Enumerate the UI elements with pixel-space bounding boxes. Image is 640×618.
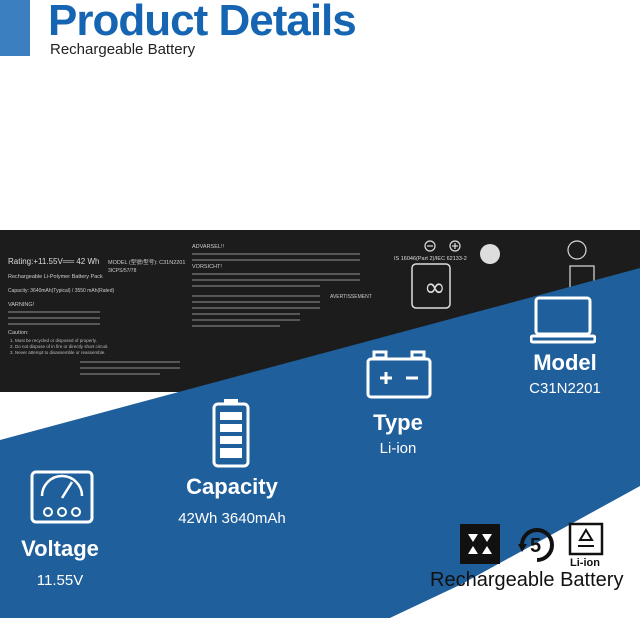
voltmeter-icon	[30, 470, 94, 529]
voltage-title: Voltage	[21, 536, 99, 561]
svg-text:VORSICHT!: VORSICHT!	[192, 264, 222, 270]
cycle-number: 5	[530, 535, 541, 557]
polarity-icon	[424, 240, 461, 252]
type-value: Li-ion	[379, 440, 417, 457]
model-feature: Model C31N2201	[510, 350, 620, 397]
capacity-title: Capacity	[186, 474, 278, 499]
capacity-feature: Capacity 42Wh 3640mAh	[170, 474, 294, 527]
type-title: Type	[373, 410, 423, 435]
li-ion-recycle-icon: Li-ion	[568, 522, 604, 573]
certification-icon	[480, 244, 500, 264]
page-subtitle: Rechargeable Battery	[50, 41, 196, 58]
model-value: C31N2201	[529, 380, 601, 397]
svg-text:3ICPS/57/78: 3ICPS/57/78	[108, 268, 137, 274]
recycle-loop-icon	[458, 522, 502, 571]
header-accent-bar	[0, 0, 30, 56]
svg-text:ADVARSEL!!: ADVARSEL!!	[192, 244, 224, 250]
svg-text:Capacity: 3640mAh(Typical) / 3: Capacity: 3640mAh(Typical) / 3550 mAh(Ra…	[8, 288, 114, 294]
battery-terminal-icon	[366, 350, 432, 405]
voltage-value: 11.55V	[36, 572, 84, 589]
svg-text:VARNING!: VARNING!	[8, 302, 35, 308]
capacity-value: 42Wh 3640mAh	[178, 510, 286, 527]
battery-level-icon	[212, 398, 250, 473]
cycle-5-icon: 5	[514, 522, 560, 573]
svg-text:3. Never attempt to disassembl: 3. Never attempt to disassemble or reass…	[10, 350, 106, 355]
type-feature: Type Li-ion	[348, 410, 448, 457]
recycling-label: Rechargeable Battery	[430, 569, 624, 591]
svg-text:IS 16046(Part 2)/IEC 62133-2: IS 16046(Part 2)/IEC 62133-2	[394, 256, 467, 262]
svg-text:1. Must be recycled or dispose: 1. Must be recycled or disposed of prope…	[10, 338, 97, 343]
svg-text:2. Do not dispose of in fire o: 2. Do not dispose of in fire or directly…	[10, 344, 109, 349]
voltage-feature: Voltage 11.55V	[10, 536, 110, 589]
svg-text:MODEL (型號/型号): C31N2201: MODEL (型號/型号): C31N2201	[108, 258, 185, 266]
page-title: Product Details	[48, 0, 357, 45]
battery-rating-text: Rating:+11.55V══ 42 Wh	[8, 257, 99, 266]
svg-text:Caution:: Caution:	[8, 330, 29, 336]
svg-text:Rechargeable Li-Polymer Batter: Rechargeable Li-Polymer Battery Pack	[8, 274, 103, 280]
svg-text:AVERTISSEMENT: AVERTISSEMENT	[330, 294, 372, 300]
svg-text:∞: ∞	[424, 273, 446, 303]
laptop-icon	[529, 296, 597, 349]
li-ion-label: Li-ion	[570, 557, 600, 568]
model-title: Model	[533, 350, 597, 375]
